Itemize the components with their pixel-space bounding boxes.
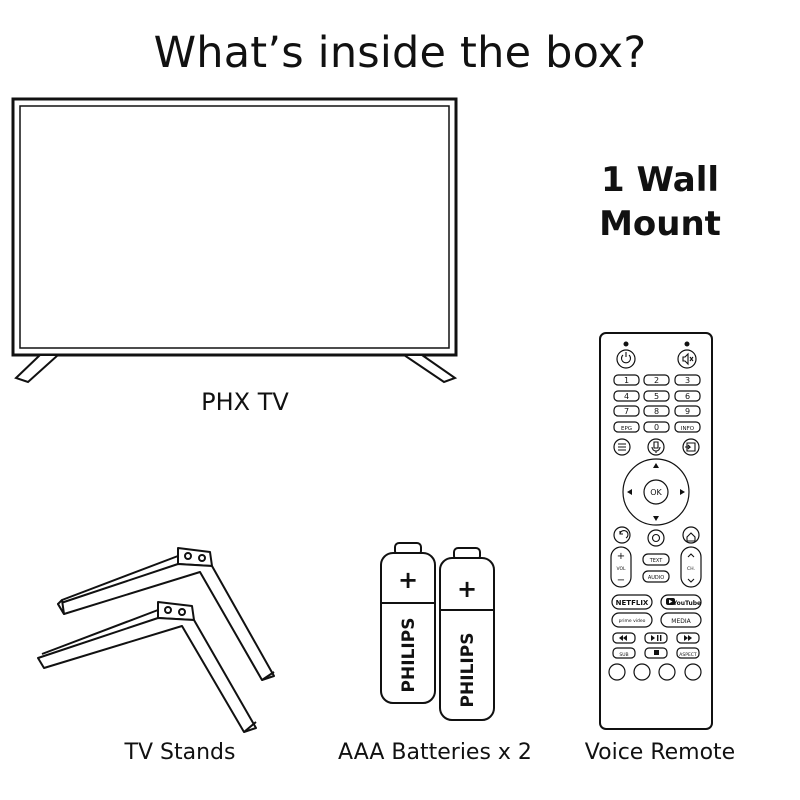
settings-icon <box>651 533 661 543</box>
media-button[interactable]: MEDIA <box>671 618 691 625</box>
key-info[interactable]: INFO <box>681 426 695 432</box>
vol-label: VOL <box>616 566 626 572</box>
input-icon <box>685 442 696 452</box>
vol-minus[interactable]: − <box>617 575 625 586</box>
key-9[interactable]: 9 <box>685 407 690 416</box>
key-0[interactable]: 0 <box>654 423 659 432</box>
rewind-icon <box>619 635 623 641</box>
key-3[interactable]: 3 <box>685 376 690 385</box>
play-pause-icon <box>651 635 655 641</box>
netflix-button[interactable]: NETFLIX <box>616 599 649 607</box>
remote-label: Voice Remote <box>584 740 736 765</box>
battery-2-icon <box>439 547 495 721</box>
tv-label: PHX TV <box>201 388 289 416</box>
battery-1-brand: PHILIPS <box>399 618 419 693</box>
key-6[interactable]: 6 <box>685 392 690 401</box>
stands-label: TV Stands <box>124 740 236 765</box>
youtube-button[interactable]: YouTube <box>672 600 701 607</box>
mute-icon <box>682 352 694 366</box>
stop-icon <box>654 650 659 655</box>
back-icon <box>619 530 629 539</box>
power-icon <box>620 352 632 364</box>
text-button[interactable]: TEXT <box>649 558 664 564</box>
prime-video-button[interactable]: prime video <box>619 618 646 624</box>
battery-2-plus: + <box>457 575 477 603</box>
power-button[interactable] <box>616 349 636 369</box>
menu-icon <box>618 443 626 451</box>
ch-up-icon <box>687 553 695 558</box>
key-5[interactable]: 5 <box>654 392 659 401</box>
key-2[interactable]: 2 <box>654 376 659 385</box>
ok-button[interactable]: OK <box>650 488 662 497</box>
ch-down-icon <box>687 578 695 583</box>
home-icon <box>686 532 696 542</box>
vol-plus[interactable]: + <box>617 551 625 562</box>
aspect-button[interactable]: ASPECT <box>679 652 697 658</box>
battery-1-icon <box>380 542 436 704</box>
wall-mount-line1: 1 Wall <box>600 160 720 200</box>
audio-button[interactable]: AUDIO <box>648 575 664 581</box>
sub-button[interactable]: SUB <box>619 652 628 658</box>
wall-mount-line2: Mount <box>599 204 721 244</box>
key-epg[interactable]: EPG <box>621 426 632 432</box>
fast-forward-icon <box>684 635 688 641</box>
mic-icon <box>651 441 661 453</box>
ch-label: CH. <box>687 566 695 572</box>
batteries-label: AAA Batteries x 2 <box>338 740 532 765</box>
battery-2-brand: PHILIPS <box>458 633 478 708</box>
remote-icon <box>599 332 713 730</box>
wall-mount-label: 1 Wall Mount <box>560 158 760 246</box>
key-8[interactable]: 8 <box>654 407 659 416</box>
tv-stands-icon <box>37 547 275 733</box>
battery-1-plus: + <box>398 566 418 594</box>
key-4[interactable]: 4 <box>624 392 629 401</box>
page-title: What’s inside the box? <box>153 28 647 78</box>
key-7[interactable]: 7 <box>624 407 629 416</box>
tv-icon <box>11 97 458 384</box>
mute-button[interactable] <box>677 349 697 369</box>
key-1[interactable]: 1 <box>624 376 629 385</box>
